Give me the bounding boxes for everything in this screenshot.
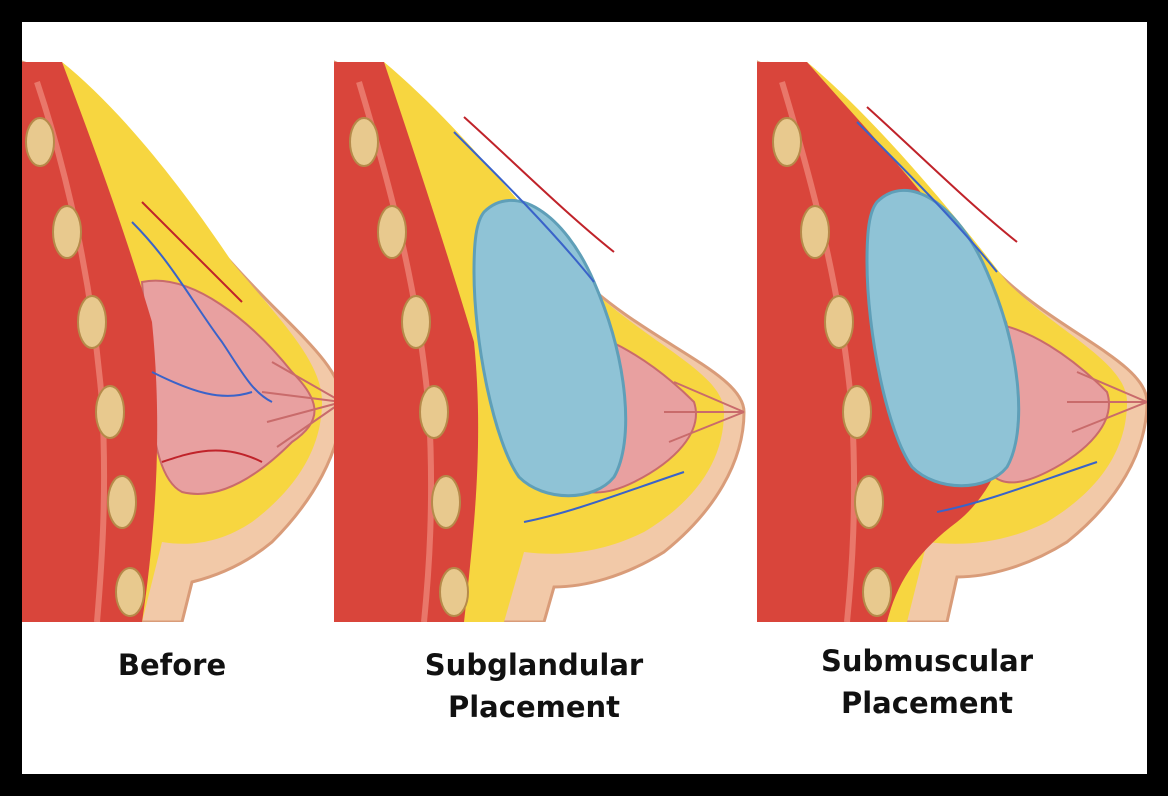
breast-cross-section-subglandular xyxy=(334,60,746,622)
caption-line: Placement xyxy=(840,686,1014,720)
panel-subglandular: Subglandular Placement xyxy=(334,22,754,774)
caption-subglandular: Subglandular Placement xyxy=(374,644,694,728)
caption-before: Before xyxy=(22,644,322,686)
caption-submuscular: Submuscular Placement xyxy=(767,640,1087,724)
caption-line: Submuscular xyxy=(820,644,1034,678)
caption-line: Before xyxy=(117,648,227,682)
illustration-frame: Before Subglandular Placement xyxy=(22,22,1147,774)
panel-submuscular: Submuscular Placement xyxy=(757,22,1147,774)
panel-before: Before xyxy=(22,22,397,774)
caption-line: Subglandular xyxy=(424,648,644,682)
breast-cross-section-before xyxy=(22,60,344,622)
breast-cross-section-submuscular xyxy=(757,60,1147,622)
caption-line: Placement xyxy=(447,690,621,724)
